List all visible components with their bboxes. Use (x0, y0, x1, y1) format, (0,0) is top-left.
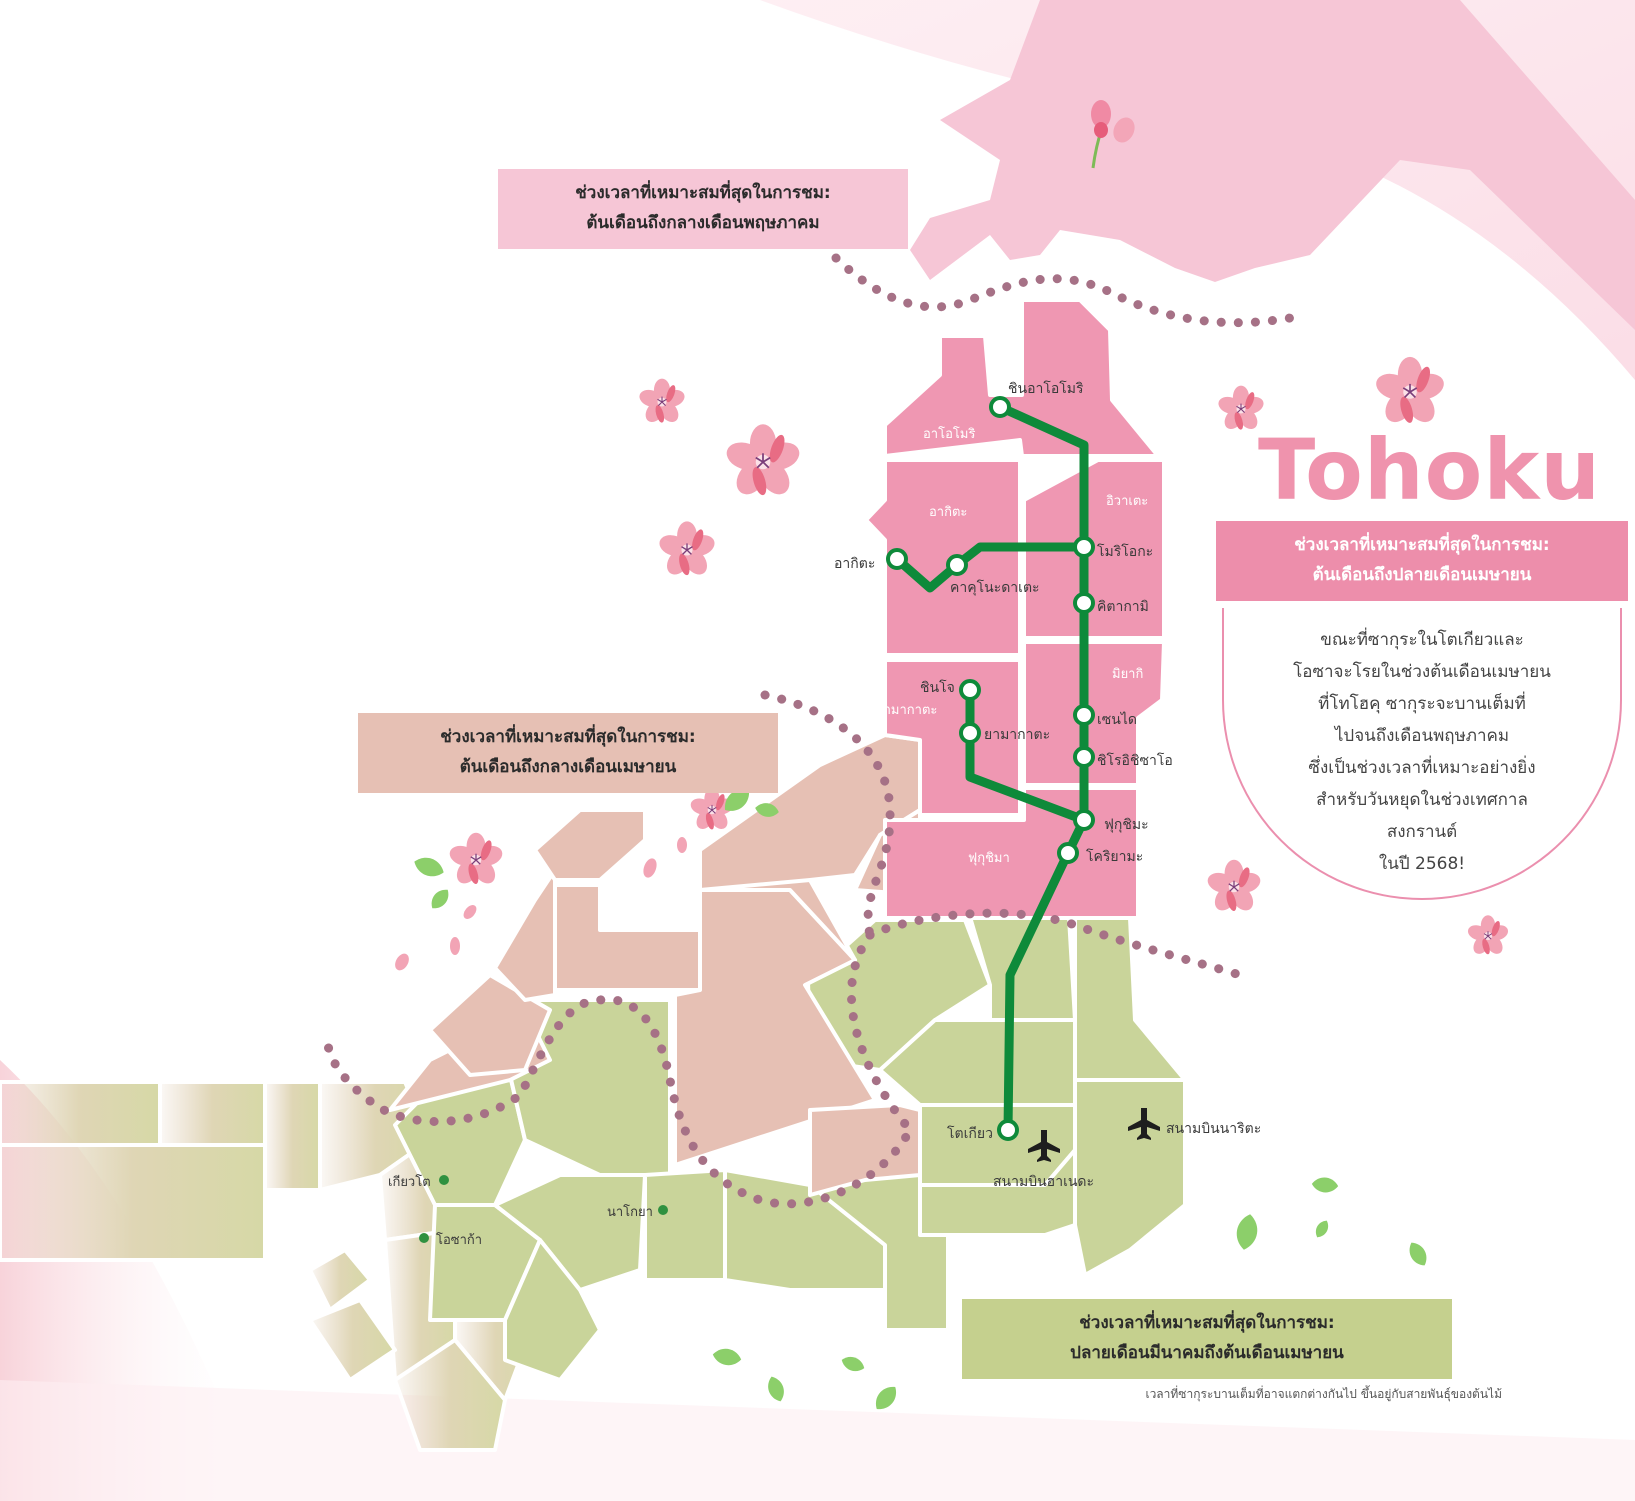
leaf-icon (870, 1381, 902, 1415)
leaf-icon (1312, 1217, 1332, 1241)
station-label-tokyo: โตเกียว (947, 1125, 993, 1142)
bloom-period-box-north-kanto: ช่วงเวลาที่เหมาะสมที่สุดในการชม: ต้นเดือ… (358, 713, 778, 793)
pref-label-akita: อากิตะ (929, 505, 967, 520)
city-dot-icon (419, 1233, 429, 1243)
station-label-koriyama: โคริยามะ (1086, 848, 1143, 865)
bloom-period-box-hokkaido: ช่วงเวลาที่เหมาะสมที่สุดในการชม: ต้นเดือ… (498, 169, 908, 249)
airport-label-narita: สนามบินนาริตะ (1166, 1121, 1261, 1137)
station-label-shin-aomori: ชินอาโอโมริ (1008, 380, 1084, 397)
sakura-icon (446, 832, 506, 889)
leaf-icon (764, 1374, 788, 1404)
tohoku-region (864, 298, 1166, 920)
leaf-icon (427, 885, 453, 913)
box-heading: ช่วงเวลาที่เหมาะสมที่สุดในการชม: (575, 183, 831, 204)
yamagata-prefecture (883, 658, 1022, 817)
hokkaido-region (910, 0, 1635, 330)
box-heading: ช่วงเวลาที่เหมาะสมที่สุดในการชม: (1079, 1313, 1335, 1334)
bloom-period-box-kanto: ช่วงเวลาที่เหมาะสมที่สุดในการชม: ปลายเดื… (962, 1299, 1452, 1379)
leaf-icon (839, 1353, 867, 1375)
akita-prefecture (864, 458, 1022, 657)
station-label-kitakami: คิตากามิ (1097, 599, 1149, 615)
page-title: Tohoku (1258, 421, 1602, 519)
station-label-fukushima: ฟุกุชิมะ (1104, 817, 1149, 833)
description-line: โอซาจะโรยในช่วงต้นเดือนเมษายน (1293, 662, 1551, 682)
description-line: ในปี 2568! (1378, 854, 1466, 874)
box-heading: ช่วงเวลาที่เหมาะสมที่สุดในการชม: (1294, 535, 1550, 556)
aomori-prefecture (883, 298, 1160, 458)
description-line: ซึ่งเป็นช่วงเวลาที่เหมาะอย่างยิ่ง (1308, 758, 1536, 778)
leaf-icon (411, 853, 447, 881)
station-label-sendai: เซนได (1097, 711, 1137, 728)
station-label-kakunodate: คาคุโนะดาเตะ (950, 579, 1040, 596)
city-label-kyoto: เกียวโต (388, 1174, 431, 1190)
description-line: สำหรับวันหยุดในช่วงเทศกาล (1316, 790, 1528, 810)
station-label-shinjo: ชินโจ (920, 679, 955, 696)
tohoku-description: ขณะที่ซากุระในโตเกียวและ โอซาจะโรยในช่วง… (1222, 608, 1622, 900)
city-dot-icon (658, 1205, 668, 1215)
description-line: ขณะที่ซากุระในโตเกียวและ (1320, 630, 1524, 650)
station-label-akita: อากิตะ (834, 556, 875, 572)
station-label-yamagata: ยามากาตะ (984, 727, 1050, 743)
footnote: เวลาที่ซากุระบานเต็มที่อาจแตกต่างกันไป ข… (1145, 1387, 1502, 1401)
pref-label-aomori: อาโอโมริ (923, 426, 975, 442)
sakura-icon (636, 378, 688, 427)
station-label-morioka: โมริโอกะ (1097, 543, 1153, 560)
box-period: ต้นเดือนถึงกลางเดือนพฤษภาคม (586, 213, 820, 233)
sakura-icon (656, 520, 718, 580)
box-heading: ช่วงเวลาที่เหมาะสมที่สุดในการชม: (440, 727, 696, 748)
sakura-icon (1372, 356, 1448, 429)
leaf-icon (1404, 1238, 1432, 1270)
description-line: สงกรานต์ (1386, 822, 1458, 842)
bloom-boundary-lines (323, 253, 1295, 1209)
box-period: ต้นเดือนถึงปลายเดือนเมษายน (1312, 565, 1532, 585)
pref-label-iwate: อิวาเตะ (1106, 494, 1148, 509)
sakura-decorations (395, 100, 1511, 971)
box-period: ต้นเดือนถึงกลางเดือนเมษายน (459, 757, 677, 777)
box-period: ปลายเดือนมีนาคมถึงต้นเดือนเมษายน (1070, 1343, 1344, 1363)
leaf-icon (711, 1346, 743, 1368)
kanto-chubu-green-region (393, 898, 1187, 1382)
city-dot-icon (439, 1175, 449, 1185)
leaf-icon (1311, 1176, 1339, 1194)
sakura-icon (722, 423, 804, 502)
pref-label-fukushima: ฟุกุชิมา (968, 851, 1010, 866)
airport-label-haneda: สนามบินฮาเนดะ (993, 1174, 1094, 1190)
pref-label-miyagi: มิยากิ (1112, 667, 1143, 682)
city-label-nagoya: นาโกยา (607, 1204, 653, 1220)
description-line: ที่โทโฮคุ ซากุระจะบานเต็มที่ (1318, 694, 1526, 714)
leaf-icon (1233, 1212, 1261, 1252)
description-line: ไปจนถึงเดือนพฤษภาคม (1334, 726, 1510, 746)
northern-chubu-region (388, 733, 922, 1197)
station-label-shiroishizao: ชิโรอิชิซาโอ (1097, 752, 1173, 769)
city-label-osaka: โอซาก้า (436, 1232, 482, 1248)
sakura-icon (1465, 914, 1511, 958)
bloom-period-box-tohoku: ช่วงเวลาที่เหมาะสมที่สุดในการชม: ต้นเดือ… (1216, 521, 1628, 601)
station-marker-icons (886, 396, 1095, 1141)
pref-label-yamagata: ยามากาตะ (876, 703, 937, 718)
